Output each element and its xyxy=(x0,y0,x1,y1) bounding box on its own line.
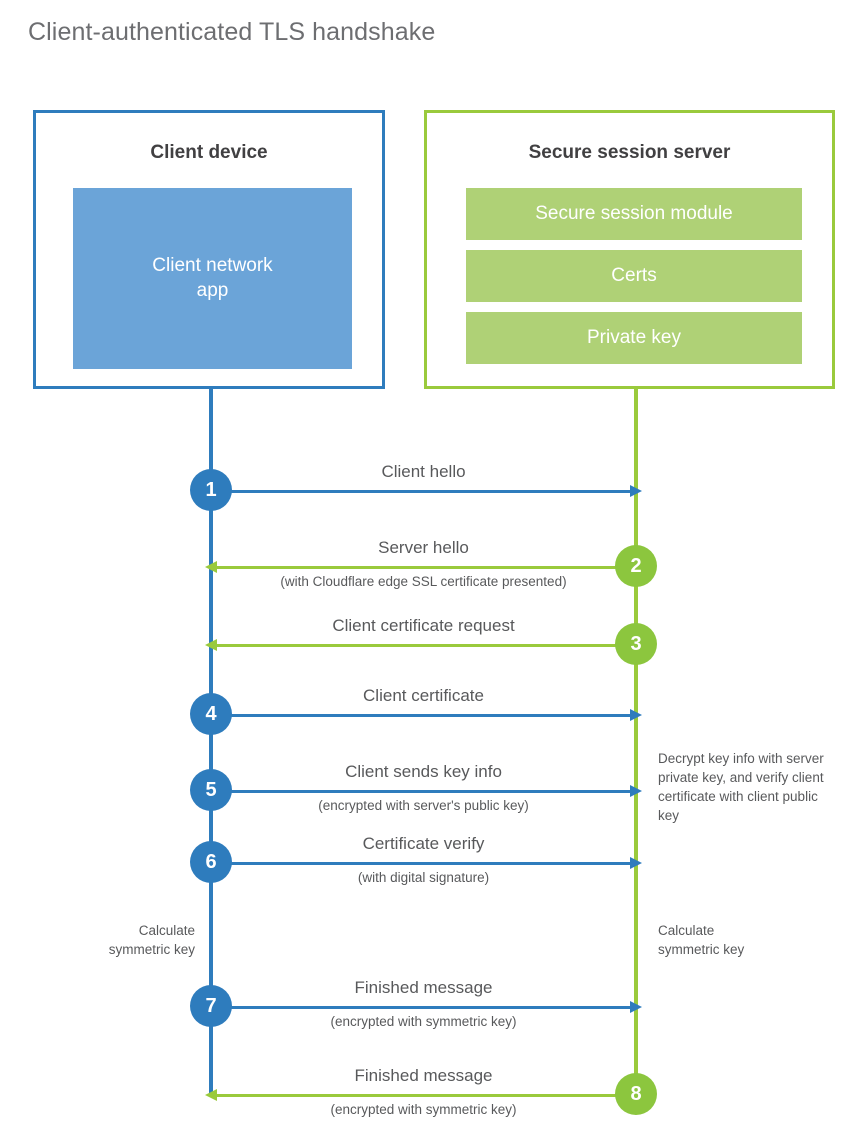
arrow-head-5 xyxy=(630,785,642,797)
message-label-2: Server hello xyxy=(378,538,469,557)
step-circle-3[interactable]: 3 xyxy=(615,623,657,665)
step-circle-6[interactable]: 6 xyxy=(190,841,232,883)
arrow-head-6 xyxy=(630,857,642,869)
step-circle-4[interactable]: 4 xyxy=(190,693,232,735)
arrow-head-7 xyxy=(630,1001,642,1013)
message-sublabel-8: (encrypted with symmetric key) xyxy=(330,1102,517,1117)
arrow-shaft-4 xyxy=(213,714,632,717)
arrow-shaft-5 xyxy=(213,790,632,793)
arrow-shaft-1 xyxy=(213,490,632,493)
arrow-shaft-2 xyxy=(215,566,634,569)
step-circle-2[interactable]: 2 xyxy=(615,545,657,587)
client-network-app-panel: Client network app xyxy=(73,188,352,369)
message-label-5: Client sends key info xyxy=(345,762,502,781)
server-bar-certs: Certs xyxy=(466,250,802,302)
server-bar-private-key: Private key xyxy=(466,312,802,364)
step-circle-1[interactable]: 1 xyxy=(190,469,232,511)
arrow-head-3 xyxy=(205,639,217,651)
note-calculate-symmetric-key-client: Calculate symmetric key xyxy=(108,923,195,958)
arrow-shaft-7 xyxy=(213,1006,632,1009)
server-lifeline xyxy=(634,389,638,1095)
secure-session-server-box: Secure session server Secure session mod… xyxy=(424,110,835,389)
client-lifeline xyxy=(209,389,213,1095)
message-sublabel-7: (encrypted with symmetric key) xyxy=(330,1014,517,1029)
step-circle-8[interactable]: 8 xyxy=(615,1073,657,1115)
arrow-head-1 xyxy=(630,485,642,497)
arrow-shaft-8 xyxy=(215,1094,634,1097)
message-label-3: Client certificate request xyxy=(332,616,515,635)
step-circle-7[interactable]: 7 xyxy=(190,985,232,1027)
message-sublabel-5: (encrypted with server's public key) xyxy=(318,798,529,813)
arrow-head-2 xyxy=(205,561,217,573)
arrow-shaft-3 xyxy=(215,644,634,647)
arrow-head-8 xyxy=(205,1089,217,1101)
note-decrypt-key-info: Decrypt key info with server private key… xyxy=(658,751,824,824)
secure-session-server-title: Secure session server xyxy=(528,142,731,163)
client-device-box: Client device Client network app xyxy=(33,110,385,389)
step-circle-5[interactable]: 5 xyxy=(190,769,232,811)
note-calculate-symmetric-key-server: Calculate symmetric key xyxy=(658,923,745,958)
message-sublabel-6: (with digital signature) xyxy=(357,870,490,885)
message-sublabel-2: (with Cloudflare edge SSL certificate pr… xyxy=(280,574,567,589)
server-bar-secure-session-module: Secure session module xyxy=(466,188,802,240)
message-label-8: Finished message xyxy=(354,1066,493,1085)
message-label-1: Client hello xyxy=(381,462,466,481)
arrow-head-4 xyxy=(630,709,642,721)
page-title: Client-authenticated TLS handshake xyxy=(28,18,436,46)
client-device-title: Client device xyxy=(150,142,268,163)
message-label-6: Certificate verify xyxy=(362,834,485,853)
message-label-7: Finished message xyxy=(354,978,493,997)
message-label-4: Client certificate xyxy=(363,686,484,705)
arrow-shaft-6 xyxy=(213,862,632,865)
